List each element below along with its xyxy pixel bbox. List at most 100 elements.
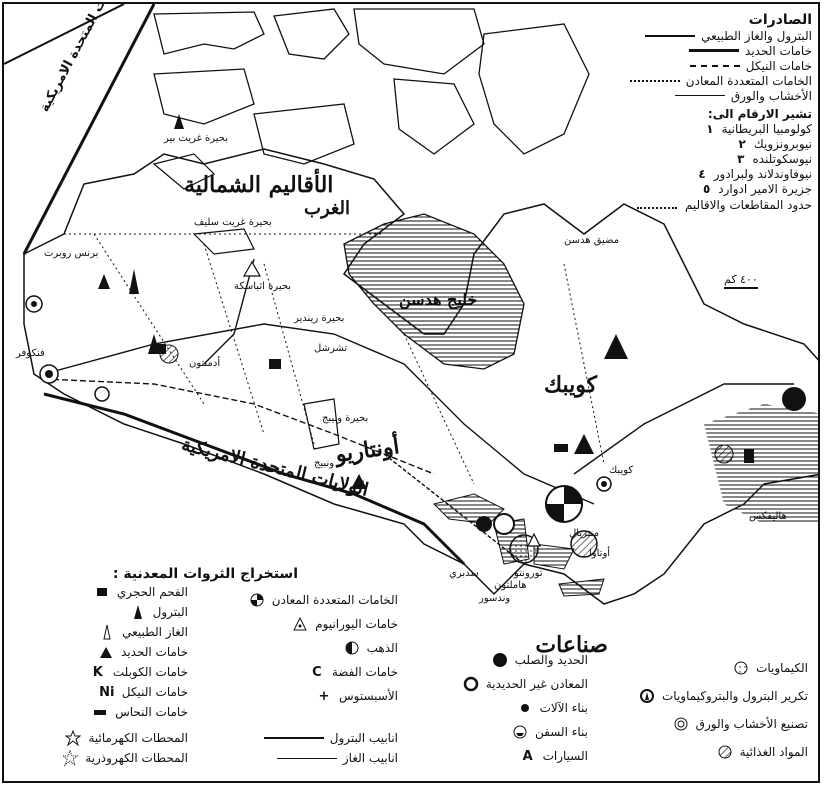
wood-icon	[672, 716, 690, 732]
place-sudbury: سدبري	[449, 568, 479, 579]
atlantic-water	[704, 404, 818, 524]
cobalt-icon: K	[92, 664, 103, 680]
legend-label: خامات الفضة	[331, 665, 398, 679]
legend-label: نيوبرونزويك	[753, 136, 812, 151]
place-ottawa: أوتاوا	[589, 548, 611, 559]
legend-industries-title: صناعات	[535, 632, 608, 658]
steel-icon	[491, 652, 509, 668]
legend-label: بناء الآلات	[539, 701, 588, 715]
legend-label: خامات النيكل	[121, 685, 188, 699]
legend-row: المعادن غير الحديدية	[408, 672, 588, 696]
legend-label: المواد الغذائية	[739, 745, 808, 759]
legend-row: خامات النيكل Ni	[8, 682, 188, 702]
legend-minerals-right: الفحم الحجري البترول الغاز الطبيعي خامات ال…	[8, 582, 188, 722]
legend-label: المعادن غير الحديدية	[485, 677, 588, 691]
mainland-coast	[23, 148, 818, 605]
place-athabasca: بحيرة اثباسكة	[234, 281, 292, 292]
legend-label: خامات اليورانيوم	[315, 617, 398, 631]
legend-label: المحطات الكهروذرية	[85, 751, 188, 765]
legend-label: البترول	[152, 605, 188, 619]
legend-label: جزيرة الامير ادوارد	[718, 181, 812, 196]
dotted-line-icon	[637, 207, 678, 209]
legend-label: السيارات	[542, 749, 588, 763]
legend-numbers-title: تشير الارقام الى:	[707, 107, 812, 121]
legend-boundaries-label: حدود المقاطعات والاقاليم	[684, 198, 812, 212]
legend-row: الحديد والصلب	[408, 648, 588, 672]
cars-icon: A	[522, 748, 533, 764]
alaska-border	[4, 4, 156, 255]
legend-label: الكيماويات	[756, 661, 808, 675]
nonferrous-icon	[462, 676, 480, 692]
legend-power: المحطات الكهرمائية المحطات الكهروذرية	[8, 728, 188, 768]
industry-symbols	[25, 295, 806, 564]
legend-row: الفحم الحجري	[8, 582, 188, 602]
legend-label: تصنيع الأخشاب والورق	[695, 717, 808, 731]
place-winnipeg-lake: بحيرة ونيبج	[322, 413, 369, 424]
legend-label: الغاز الطبيعي	[122, 625, 188, 639]
legend-row: خامات اليورانيوم	[198, 612, 398, 636]
legend-row: الأسبستوس +	[198, 684, 398, 708]
legend-row: بناء الآلات	[408, 696, 588, 720]
legend-label: الذهب	[366, 641, 398, 655]
legend-label: خامات النحاس	[115, 705, 188, 719]
arrow-line-icon	[689, 64, 740, 67]
legend-number: ٥	[702, 181, 711, 196]
us-border	[43, 392, 466, 566]
refining-icon	[638, 688, 656, 704]
hudson-bay	[343, 213, 525, 370]
place-edmonton: أدمنتون	[189, 358, 221, 369]
map-svg	[4, 4, 818, 605]
legend-label: انابيب الغاز	[342, 751, 398, 765]
legend-number: ١	[706, 121, 714, 136]
uranium-icon	[291, 616, 309, 632]
legend-row: الخامات المتعددة المعادن	[592, 73, 812, 88]
legend-row: نيوسكوتلنده ٣	[592, 151, 812, 166]
legend-exports-title: الصادرات	[748, 12, 812, 28]
legend-label: نيوسكوتلنده	[752, 151, 812, 166]
northern-lakes	[152, 153, 340, 450]
legend-label: الحديد والصلب	[514, 653, 588, 667]
arrow-line-icon	[629, 79, 680, 82]
label-west: الغرب	[304, 198, 351, 219]
machinery-icon	[516, 700, 534, 716]
legend-industries-mid: الحديد والصلب المعادن غير الحديدية بناء ال…	[408, 648, 588, 768]
nickel-icon: Ni	[99, 684, 115, 700]
place-windsor: وندسور	[479, 593, 511, 604]
legend-row: تكرير البترول والبتروكيماويات	[608, 682, 808, 710]
iron-icon	[97, 644, 115, 660]
label-hudson-bay: خليج هدسن	[399, 290, 478, 309]
legend-row: السيارات A	[408, 744, 588, 768]
arctic-islands	[153, 8, 590, 165]
legend-industries-right: الكيماويات تكرير البترول والبتروكيماويات ت…	[608, 654, 808, 766]
oil-pipeline-line-icon	[263, 737, 324, 739]
arrow-line-icon	[645, 34, 696, 37]
legend-label: الخامات المتعددة المعادن	[685, 73, 812, 88]
place-montreal: منتريال	[569, 528, 600, 539]
legend-minerals-title: استخراج الثروات المعدنية :	[112, 566, 298, 582]
shipbuilding-icon	[511, 724, 529, 740]
place-halifax: هاليفكس	[749, 511, 787, 522]
legend-label: خامات النيكل	[745, 58, 812, 73]
legend-row: المواد الغذائية	[608, 738, 808, 766]
legend-label: نيوفاوندلاند ولبرادور	[713, 166, 812, 181]
legend-label: المحطات الكهرمائية	[88, 731, 188, 745]
mining-symbols	[98, 114, 754, 489]
legend-label: خامات الحديد	[121, 645, 188, 659]
legend-label: الأسبستوس	[338, 689, 398, 703]
place-hamilton: هاملتون	[494, 580, 527, 591]
legend-industries: صناعات الحديد والصلب المعادن غير الحديدية…	[404, 632, 818, 781]
oil-icon	[129, 604, 147, 620]
asbestos-icon: +	[318, 688, 330, 704]
legend-row: البترول	[8, 602, 188, 622]
hydro-icon	[64, 730, 82, 746]
legend-number: ٣	[737, 151, 745, 166]
